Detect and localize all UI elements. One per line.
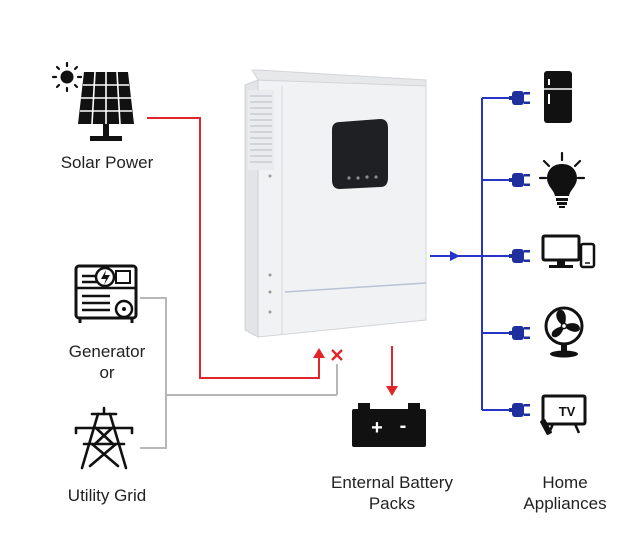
battery-label-line2: Packs	[368, 494, 416, 513]
solar-power-label-text: Solar Power	[60, 153, 154, 172]
generator-label-line1: Generator	[68, 342, 146, 361]
power-tower-icon	[74, 406, 134, 470]
home-appliances-label-line1: Home	[542, 473, 588, 492]
fan-icon	[544, 306, 584, 358]
battery-connection-arrow	[386, 346, 398, 396]
solar-power-label: Solar Power	[42, 152, 172, 173]
battery-plus-symbol: +	[371, 417, 383, 439]
vent-grille	[248, 90, 274, 170]
solar-panel-icon	[78, 71, 134, 141]
generator-label-line2: or	[99, 363, 115, 382]
utility-grid-label: Utility Grid	[42, 485, 172, 506]
tv-screen-text: TV	[559, 404, 576, 419]
home-appliances-label: Home Appliances	[505, 472, 625, 514]
plug-icon	[509, 326, 530, 340]
computer-icon	[541, 234, 596, 269]
utility-grid-label-text: Utility Grid	[67, 486, 147, 505]
battery-label-line1: Enternal Battery	[331, 473, 453, 492]
solar-connection-line	[147, 117, 325, 379]
plug-icon	[509, 249, 530, 263]
fridge-icon	[544, 71, 572, 123]
battery-minus-symbol: -	[400, 415, 407, 437]
plug-icon	[509, 403, 530, 417]
grid-connection-line	[140, 297, 338, 449]
grid-disconnect-marker	[331, 349, 343, 361]
battery-icon	[352, 403, 426, 447]
battery-label: Enternal Battery Packs	[307, 472, 477, 514]
inverter-unit	[244, 69, 427, 338]
home-appliances-label-line2: Appliances	[523, 494, 607, 513]
tv-icon	[540, 394, 587, 435]
bulb-icon	[538, 151, 586, 208]
generator-icon	[74, 264, 138, 323]
plug-icon	[509, 91, 530, 105]
inverter-display-panel	[332, 119, 388, 189]
plug-icon	[509, 173, 530, 187]
sun-icon	[51, 61, 83, 93]
generator-label: Generator or	[42, 341, 172, 383]
load-distribution-lines	[430, 97, 514, 411]
